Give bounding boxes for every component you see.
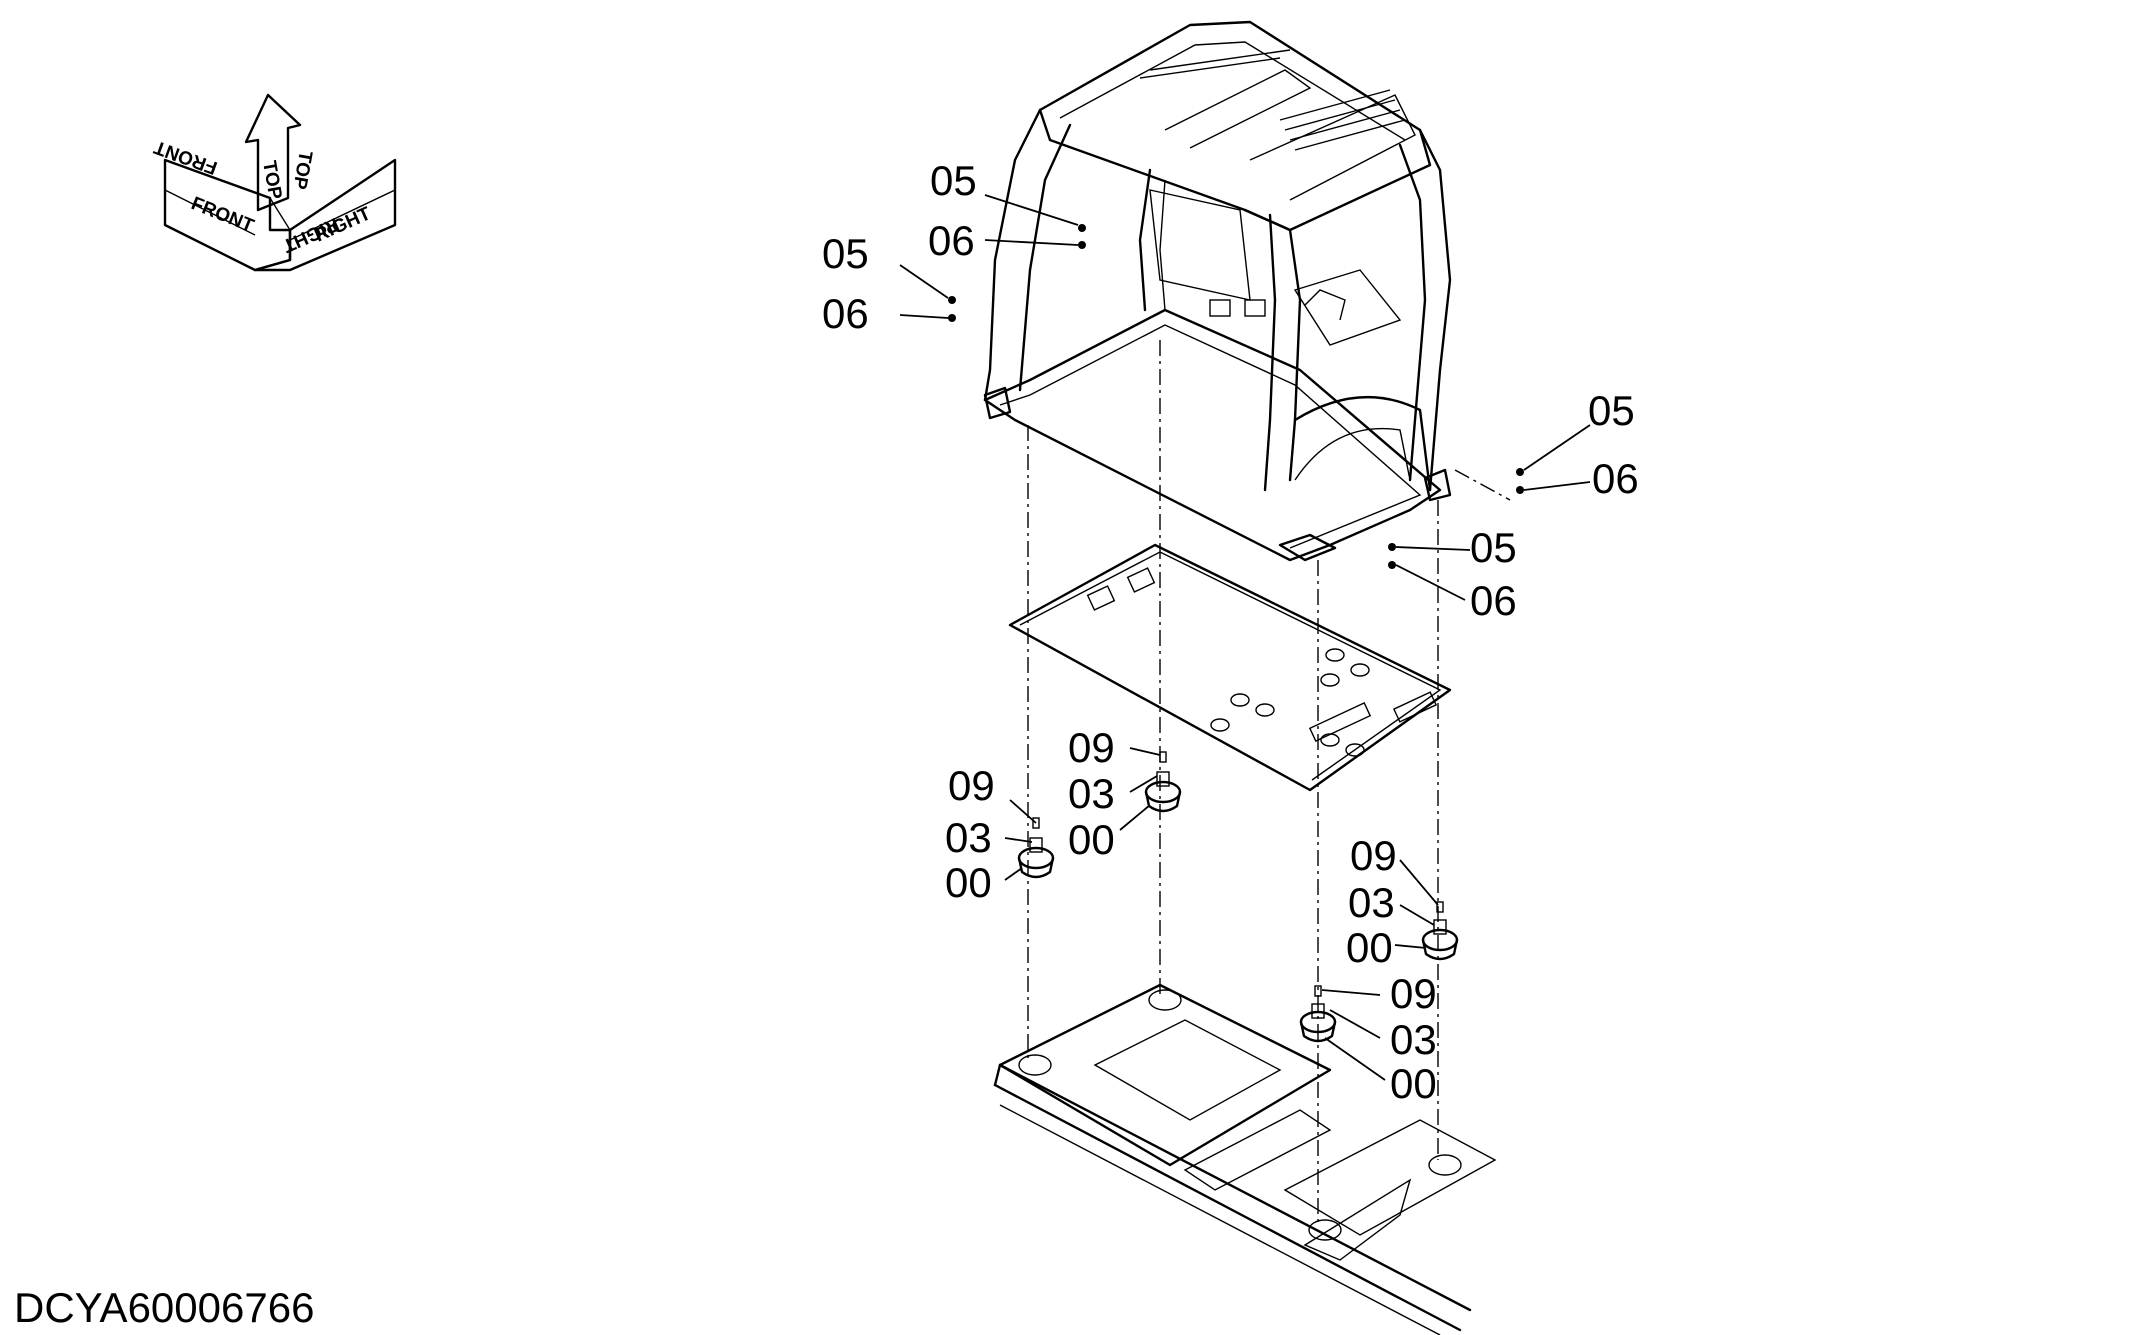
- floor-plate: [1008, 543, 1452, 792]
- cushion-mount-d: [1299, 985, 1337, 1043]
- callout-mount-b-00: 00: [1068, 816, 1115, 863]
- callout-cab-right-05: 05: [1588, 387, 1635, 434]
- base-frame: [993, 983, 1497, 1335]
- callout-mount-b-03: 03: [1068, 770, 1115, 817]
- orientation-arrow-icon: [163, 93, 397, 272]
- callout-mount-c-00: 00: [1346, 924, 1393, 971]
- cab-frame: [983, 20, 1452, 562]
- callout-cab-right-06: 06: [1592, 455, 1639, 502]
- callout-cab-front-05: 05: [822, 230, 869, 277]
- callout-mount-a-00: 00: [945, 859, 992, 906]
- orientation-indicator: FRONT FRONT TOP TOP RIGHT RIGHT: [151, 93, 397, 272]
- orientation-label-front-flipped: FRONT: [151, 136, 220, 178]
- alignment-lines: [1027, 340, 1511, 1225]
- orientation-label-top-right: TOP: [288, 149, 315, 191]
- callout-mount-d-00: 00: [1390, 1060, 1437, 1107]
- callout-cab-left-06: 06: [928, 217, 975, 264]
- cushion-mount-b: [1144, 751, 1182, 813]
- callout-cab-rear-06: 06: [1470, 577, 1517, 624]
- callout-mount-a-03: 03: [945, 814, 992, 861]
- orientation-label-front: FRONT: [188, 193, 257, 237]
- leader-lines: [899, 194, 1591, 1081]
- cushion-mount-c: [1421, 901, 1459, 961]
- cushion-mount-a: [1017, 817, 1055, 879]
- callout-mount-b-09: 09: [1068, 724, 1115, 771]
- roof-hatch-lines: [1139, 49, 1406, 151]
- callout-mount-d-03: 03: [1390, 1016, 1437, 1063]
- callout-cab-left-05: 05: [930, 157, 977, 204]
- callout-labels: 05 06 05 06 05 06 05 06 09 03 00 09 03 0…: [822, 157, 1639, 1107]
- callout-mount-c-03: 03: [1348, 879, 1395, 926]
- document-id: DCYA60006766: [14, 1284, 314, 1331]
- callout-cab-front-06: 06: [822, 290, 869, 337]
- callout-mount-c-09: 09: [1350, 832, 1397, 879]
- orientation-label-right-flipped: RIGHT: [279, 213, 342, 256]
- cab-bolt-points: [948, 224, 1524, 569]
- callout-mount-d-09: 09: [1390, 970, 1437, 1017]
- callout-mount-a-09: 09: [948, 762, 995, 809]
- callout-cab-rear-05: 05: [1470, 524, 1517, 571]
